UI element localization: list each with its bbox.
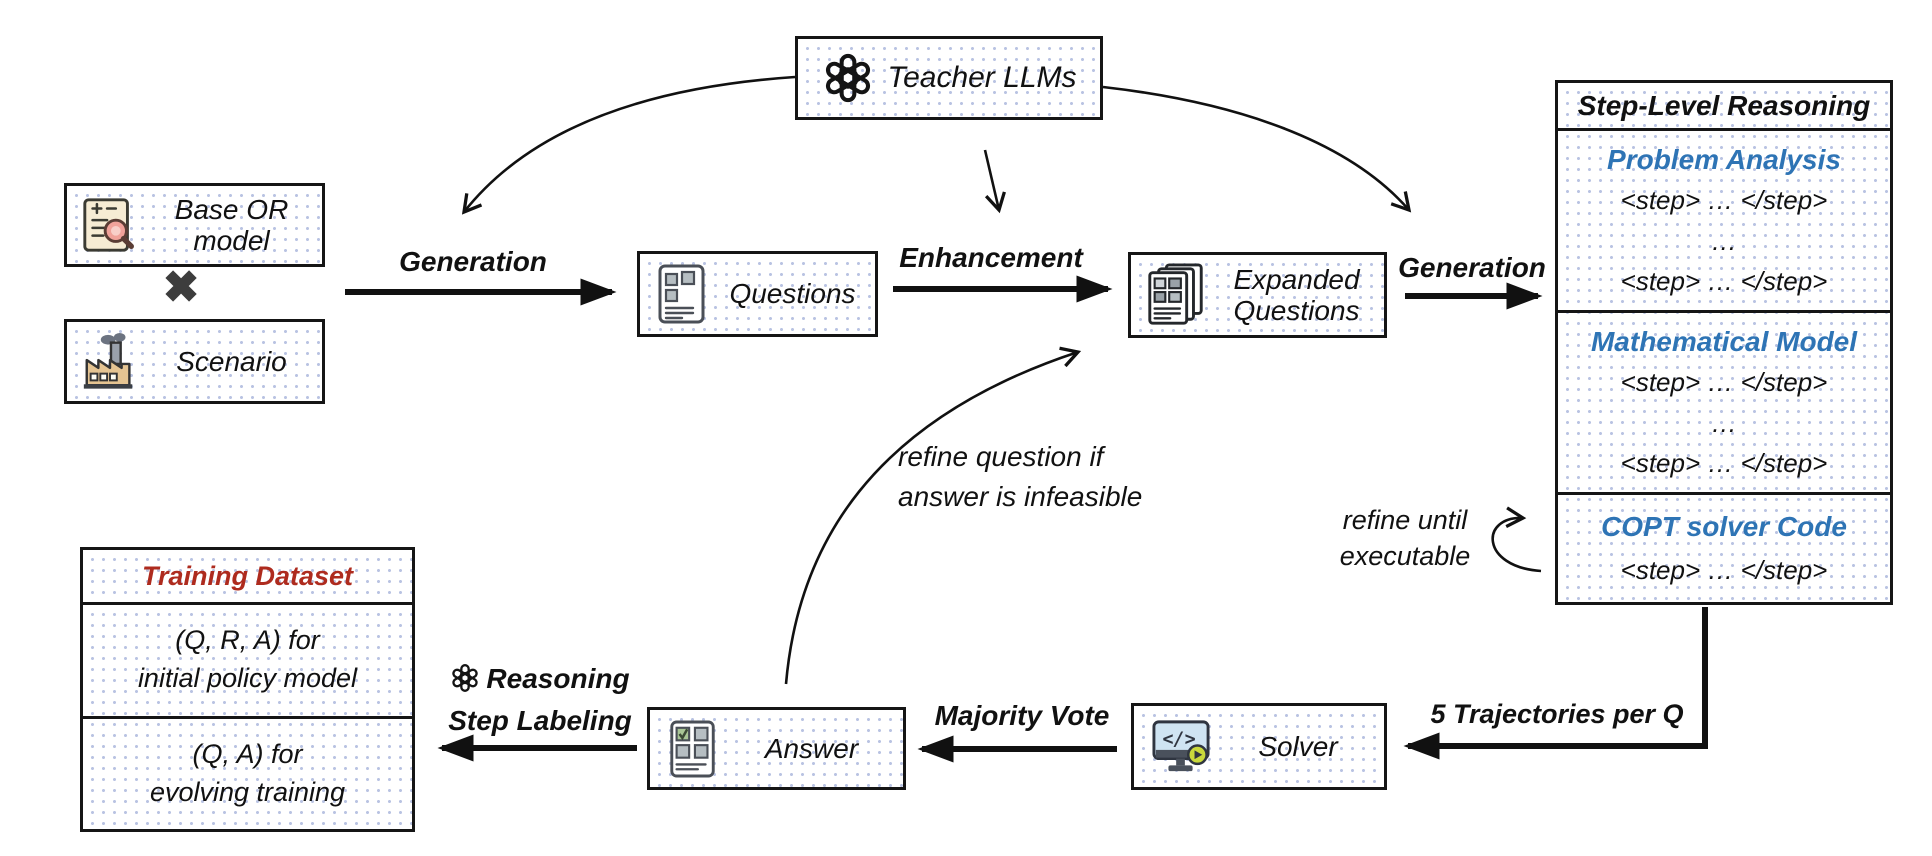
training-dataset-box: Training Dataset (Q, R, A) for initial p… bbox=[80, 547, 415, 832]
training-dataset-title: Training Dataset bbox=[83, 550, 412, 605]
mathematical-model-heading: Mathematical Model bbox=[1590, 326, 1858, 358]
arrow-refine-question bbox=[784, 346, 1082, 685]
solver-label: Solver bbox=[1258, 730, 1338, 762]
scenario-box: Scenario bbox=[64, 319, 325, 404]
openai-logo-icon bbox=[822, 52, 874, 104]
problem-analysis-section: Problem Analysis <step> … </step> … <ste… bbox=[1558, 131, 1890, 313]
step-line: <step> … </step> bbox=[1620, 367, 1828, 398]
mathematical-model-section: Mathematical Model <step> … </step> … <s… bbox=[1558, 313, 1890, 495]
generation-1-label: Generation bbox=[399, 246, 547, 277]
problem-analysis-heading: Problem Analysis bbox=[1607, 144, 1841, 176]
expanded-questions-label: Expanded Questions bbox=[1233, 263, 1360, 326]
checked-answer-sheet-icon bbox=[670, 720, 715, 777]
training-row-qra: (Q, R, A) for initial policy model bbox=[83, 605, 412, 719]
step-line: <step> … </step> bbox=[1620, 447, 1828, 478]
stacked-documents-icon bbox=[1148, 263, 1203, 325]
step-line: <step> … </step> bbox=[1620, 185, 1828, 216]
svg-text:</>: </> bbox=[1162, 729, 1195, 750]
factory-icon bbox=[83, 332, 133, 389]
reasoning-step-labeling-label: Reasoning Step Labeling bbox=[448, 663, 632, 736]
copt-solver-code-section: COPT solver Code <step> … </step> bbox=[1558, 495, 1890, 602]
scenario-label: Scenario bbox=[176, 345, 287, 377]
base-or-model-box: Base OR model bbox=[64, 183, 325, 267]
answer-box: Answer bbox=[647, 707, 906, 790]
five-trajectories-label: 5 Trajectories per Q bbox=[1430, 699, 1684, 729]
majority-vote-label: Majority Vote bbox=[934, 700, 1110, 731]
copt-solver-code-heading: COPT solver Code bbox=[1601, 511, 1847, 542]
questions-box: Questions bbox=[637, 251, 878, 337]
step-level-reasoning-title: Step-Level Reasoning bbox=[1558, 83, 1890, 131]
refine-executable-note: refine until executable bbox=[1339, 505, 1471, 571]
enhancement-label: Enhancement bbox=[899, 242, 1083, 273]
arrow-teacher-to-generation-1 bbox=[461, 75, 796, 215]
arrow-teacher-to-enhancement bbox=[983, 149, 1006, 214]
step-line: <step> … </step> bbox=[1620, 265, 1828, 296]
step-level-reasoning-panel: Step-Level Reasoning Problem Analysis <s… bbox=[1555, 80, 1893, 605]
teacher-llms-box: Teacher LLMs bbox=[795, 36, 1103, 120]
training-row-qa: (Q, A) for evolving training bbox=[149, 738, 346, 807]
questions-label: Questions bbox=[729, 278, 856, 310]
document-magnifier-icon bbox=[83, 198, 134, 252]
teacher-llms-label: Teacher LLMs bbox=[887, 61, 1077, 95]
expanded-questions-box: Expanded Questions bbox=[1128, 252, 1387, 338]
ellipsis-line: … bbox=[1711, 225, 1737, 256]
solver-box: </> Solver bbox=[1131, 703, 1387, 790]
refine-question-note: refine question if answer is infeasible bbox=[898, 441, 1143, 512]
step-line: <step> … </step> bbox=[1620, 555, 1828, 585]
questions-document-icon bbox=[658, 264, 705, 324]
code-runner-monitor-icon: </> bbox=[1152, 719, 1210, 771]
base-or-model-label: Base OR model bbox=[174, 193, 289, 256]
arrow-teacher-to-generation-2 bbox=[1102, 85, 1412, 213]
generation-2-label: Generation bbox=[1398, 252, 1546, 283]
openai-logo-icon-small bbox=[450, 663, 480, 693]
answer-label: Answer bbox=[764, 732, 859, 764]
ellipsis-line: … bbox=[1711, 407, 1737, 438]
cross-operator: ✖ bbox=[162, 263, 200, 312]
